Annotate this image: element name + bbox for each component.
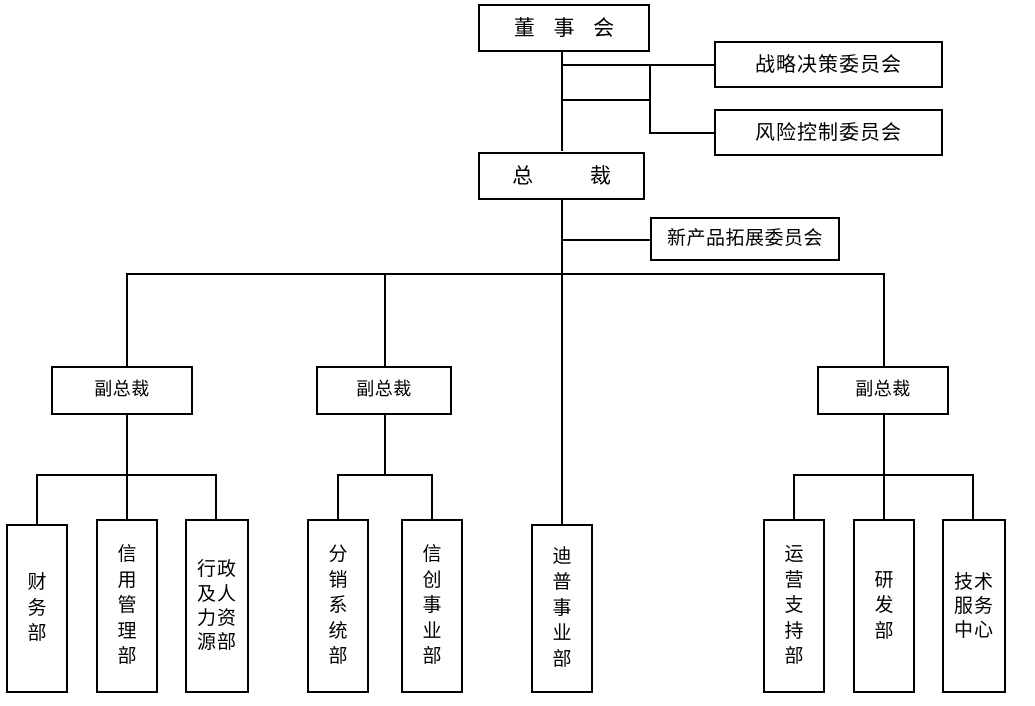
connector-vp1-stem xyxy=(126,415,128,476)
node-dept-admin-hr-label: 行政 及人 力资 源部 xyxy=(196,558,237,654)
node-dept-xinchuang-division-label: 信 创 事 业 部 xyxy=(422,542,442,668)
connector-vp3-to-dept2 xyxy=(883,474,885,524)
node-new-product-committee-label: 新产品拓展委员会 xyxy=(666,227,823,250)
node-dept-operation-support[interactable]: 运 营 支 持 部 xyxy=(763,519,825,693)
connector-vp3-to-dept1 xyxy=(793,474,795,524)
connector-vp2-stem xyxy=(384,415,386,476)
node-dept-distribution-system-label: 分 销 系 统 部 xyxy=(328,542,348,668)
node-dept-finance-label: 财 务 部 xyxy=(27,571,47,645)
connector-vp2-to-dept2 xyxy=(431,474,433,524)
node-dept-credit-management-label: 信 用 管 理 部 xyxy=(117,542,137,668)
connector-board-to-president xyxy=(561,52,563,151)
node-dept-operation-support-label: 运 营 支 持 部 xyxy=(784,542,804,668)
node-dept-credit-management[interactable]: 信 用 管 理 部 xyxy=(96,519,158,693)
node-vp2[interactable]: 副总裁 xyxy=(316,366,452,415)
connector-bracket-to-strategy-committee xyxy=(649,64,715,66)
node-dept-xinchuang-division[interactable]: 信 创 事 业 部 xyxy=(401,519,463,693)
node-strategy-committee[interactable]: 战略决策委员会 xyxy=(714,41,943,88)
node-president[interactable]: 总 裁 xyxy=(478,152,645,200)
connector-vp3-to-dept3 xyxy=(972,474,974,524)
connector-vp-bus xyxy=(126,273,885,275)
node-dept-distribution-system[interactable]: 分 销 系 统 部 xyxy=(307,519,369,693)
connector-board-to-committee-bracket-bottom xyxy=(561,99,650,101)
node-board-label: 董 事 会 xyxy=(513,15,621,40)
node-dept-dptech-division-label: 迪 普 事 业 部 xyxy=(552,545,572,670)
node-dept-rnd[interactable]: 研 发 部 xyxy=(853,519,915,693)
connector-vp1-to-dept1 xyxy=(36,474,38,524)
connector-vp1-to-dept3 xyxy=(215,474,217,524)
node-strategy-committee-label: 战略决策委员会 xyxy=(755,52,902,76)
connector-president-to-new-product-committee xyxy=(561,239,651,241)
connector-bus-to-vp3 xyxy=(883,273,885,366)
connector-bracket-to-risk-committee xyxy=(649,132,715,134)
connector-board-to-committee-bracket-top xyxy=(561,64,650,66)
connector-vp2-sub-bus xyxy=(337,474,433,476)
connector-bus-to-vp1 xyxy=(126,273,128,366)
connector-committee-bracket-vertical xyxy=(649,64,651,134)
node-dept-tech-service-center-label: 技术 服务 中心 xyxy=(953,570,994,642)
node-risk-committee-label: 风险控制委员会 xyxy=(755,120,902,144)
node-vp2-label: 副总裁 xyxy=(356,379,412,401)
node-dept-admin-hr[interactable]: 行政 及人 力资 源部 xyxy=(185,519,249,693)
node-vp1[interactable]: 副总裁 xyxy=(51,366,193,415)
connector-vp1-to-dept2 xyxy=(126,474,128,524)
connector-president-spine xyxy=(561,200,563,524)
node-dept-dptech-division[interactable]: 迪 普 事 业 部 xyxy=(531,524,593,693)
connector-vp2-to-dept1 xyxy=(337,474,339,524)
node-vp3-label: 副总裁 xyxy=(855,379,911,401)
node-president-label: 总 裁 xyxy=(512,163,617,188)
node-vp1-label: 副总裁 xyxy=(94,379,150,401)
connector-vp3-stem xyxy=(883,415,885,476)
node-dept-rnd-label: 研 发 部 xyxy=(874,568,894,642)
node-new-product-committee[interactable]: 新产品拓展委员会 xyxy=(650,217,840,261)
node-risk-committee[interactable]: 风险控制委员会 xyxy=(714,109,943,156)
connector-bus-to-vp2 xyxy=(384,273,386,366)
node-dept-finance[interactable]: 财 务 部 xyxy=(6,524,68,693)
node-board[interactable]: 董 事 会 xyxy=(478,4,650,52)
node-vp3[interactable]: 副总裁 xyxy=(817,366,949,415)
node-dept-tech-service-center[interactable]: 技术 服务 中心 xyxy=(942,519,1006,693)
